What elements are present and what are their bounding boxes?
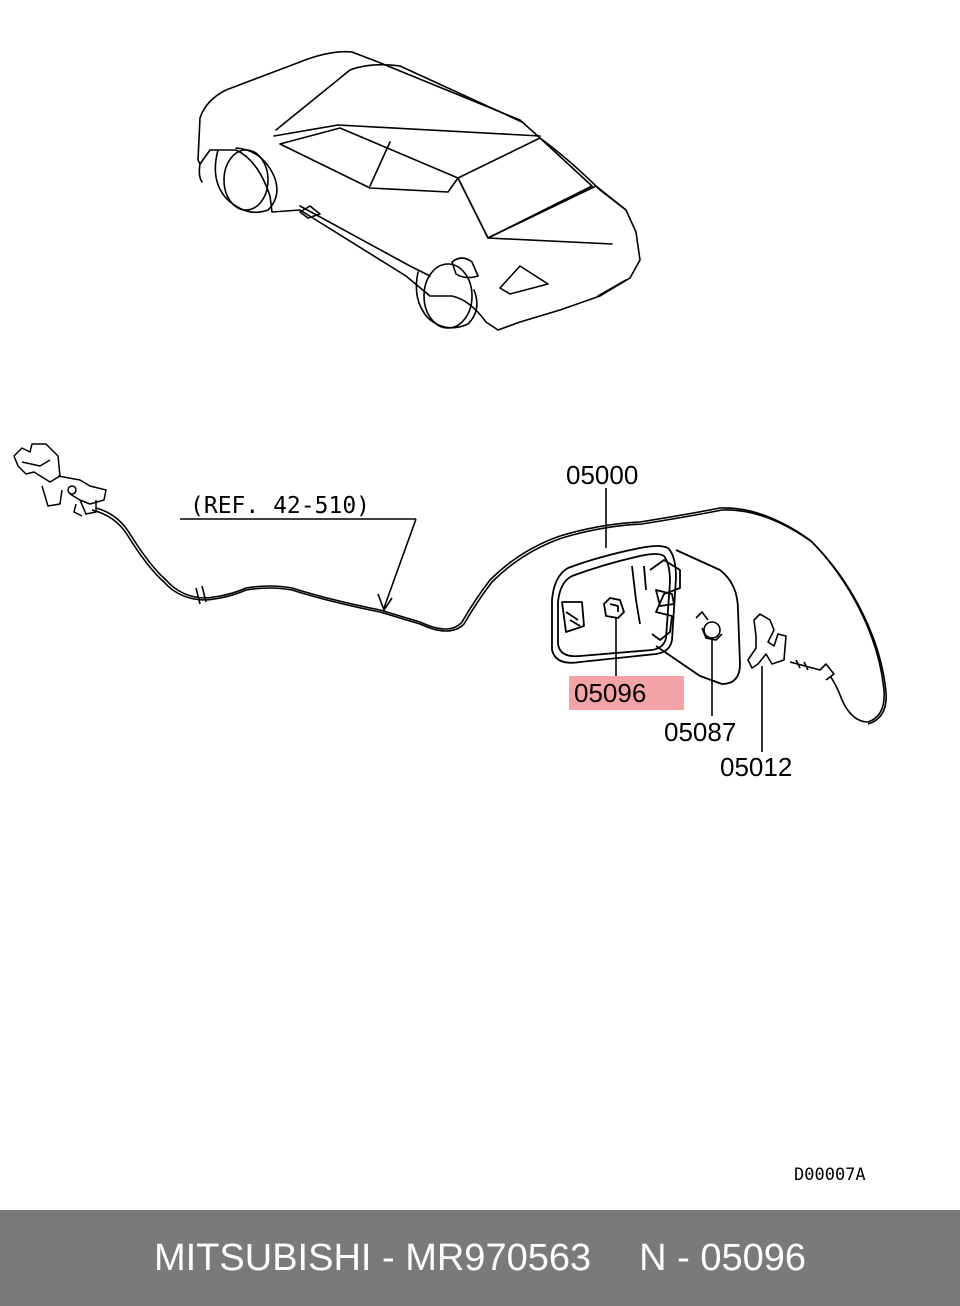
clip-05096 (603, 597, 625, 619)
parts-diagram: (REF. 42-510) 05000 05096 05087 05012 D0… (13, 50, 887, 1185)
reference-note: (REF. 42-510) (190, 493, 370, 519)
bumper-05087 (695, 610, 723, 641)
car-illustration (197, 50, 641, 331)
brand-part-number: MITSUBISHI - MR970563 (153, 1236, 592, 1279)
diagram-position: N - 05096 (639, 1236, 807, 1279)
part-label-05087: 05087 (664, 717, 736, 747)
part-footer-bar: MITSUBISHI - MR970563 N - 05096 (0, 1210, 960, 1306)
part-label-05096: 05096 (574, 678, 646, 708)
drawing-code: D00007A (794, 1165, 866, 1185)
release-lever-assembly (13, 443, 107, 517)
highlight-box (569, 676, 684, 710)
fuel-lid (551, 545, 741, 685)
release-cable (91, 507, 887, 725)
part-label-05012: 05012 (720, 752, 792, 782)
part-label-05000: 05000 (566, 460, 638, 490)
leader-lines (180, 488, 763, 752)
actuator-05012 (747, 613, 835, 681)
